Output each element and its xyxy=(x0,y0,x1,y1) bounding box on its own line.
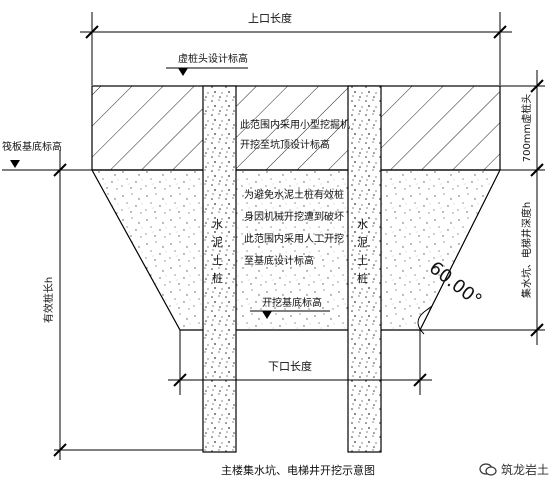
effective-pile-length-label: 有效桩长h xyxy=(42,277,55,323)
upper-zone-note-line: 开挖至坑顶设计标高 xyxy=(240,138,330,151)
raft-bottom-elevation-label: 筏板基底标高 xyxy=(2,140,62,153)
pile-label-right-char: 水 xyxy=(357,218,368,231)
excavation-bottom-elevation-label: 开挖基底标高 xyxy=(262,296,322,309)
middle-zone-note-line: 身因机械开挖遭到破坏 xyxy=(244,210,344,223)
pile-head-height-label: 700mm虚桩头 xyxy=(520,94,533,163)
pile-label-left: 水 泥 土 桩 xyxy=(212,218,223,285)
middle-zone-note: 为避免水泥土桩有效桩 身因机械开挖遭到破坏 此范围内采用人工开挖 至基底设计标高 xyxy=(244,188,344,267)
pile-label-right: 水 泥 土 桩 xyxy=(357,218,368,285)
pile-label-left-char: 泥 xyxy=(212,236,223,249)
middle-zone-note-line: 此范围内采用人工开挖 xyxy=(244,232,344,245)
pile-head-triangle-icon xyxy=(178,68,188,76)
pile-label-left-char: 桩 xyxy=(212,271,223,285)
diagram-caption: 主楼集水坑、电梯井开挖示意图 xyxy=(221,463,375,477)
pit-depth-label: 集水坑、电梯井深度h xyxy=(520,202,533,298)
bottom-length-dimension: 下口长度 xyxy=(168,330,432,395)
pile-label-right-char: 泥 xyxy=(357,236,368,249)
top-length-dimension: 上口长度 xyxy=(80,11,512,85)
middle-zone-note-line: 为避免水泥土桩有效桩 xyxy=(244,188,344,201)
watermark: 筑龙岩土 xyxy=(479,461,549,478)
raft-bottom-elevation-marker: 筏板基底标高 xyxy=(2,140,92,171)
chat-bubble-icon xyxy=(479,462,497,476)
raft-bottom-triangle-icon xyxy=(10,160,20,168)
bottom-length-label: 下口长度 xyxy=(268,359,312,373)
pile-label-left-char: 水 xyxy=(212,218,223,231)
pile-right-texture xyxy=(348,86,381,452)
pile-left-texture xyxy=(203,86,236,452)
pile-head-elevation-marker: 虚桩头设计标高 xyxy=(166,52,248,76)
pile-label-left-char: 土 xyxy=(212,254,223,267)
pile-label-right-char: 桩 xyxy=(357,271,368,285)
watermark-text: 筑龙岩土 xyxy=(500,463,549,477)
pile-head-elevation-label: 虚桩头设计标高 xyxy=(178,52,248,65)
upper-zone-note-line: 此范围内采用小型挖掘机 xyxy=(240,118,350,131)
excavation-bottom-elevation-marker: 开挖基底标高 xyxy=(250,296,330,319)
excavation-bottom-triangle-icon xyxy=(262,311,272,319)
middle-zone-note-line: 至基底设计标高 xyxy=(244,254,314,267)
pile-label-right-char: 土 xyxy=(357,254,368,267)
top-length-label: 上口长度 xyxy=(248,11,292,25)
effective-pile-length-dimension: 有效桩长h xyxy=(42,150,203,460)
upper-zone-note: 此范围内采用小型挖掘机 开挖至坑顶设计标高 xyxy=(240,118,350,151)
right-dimension: 700mm虚桩头 集水坑、电梯井深度h xyxy=(420,70,545,345)
